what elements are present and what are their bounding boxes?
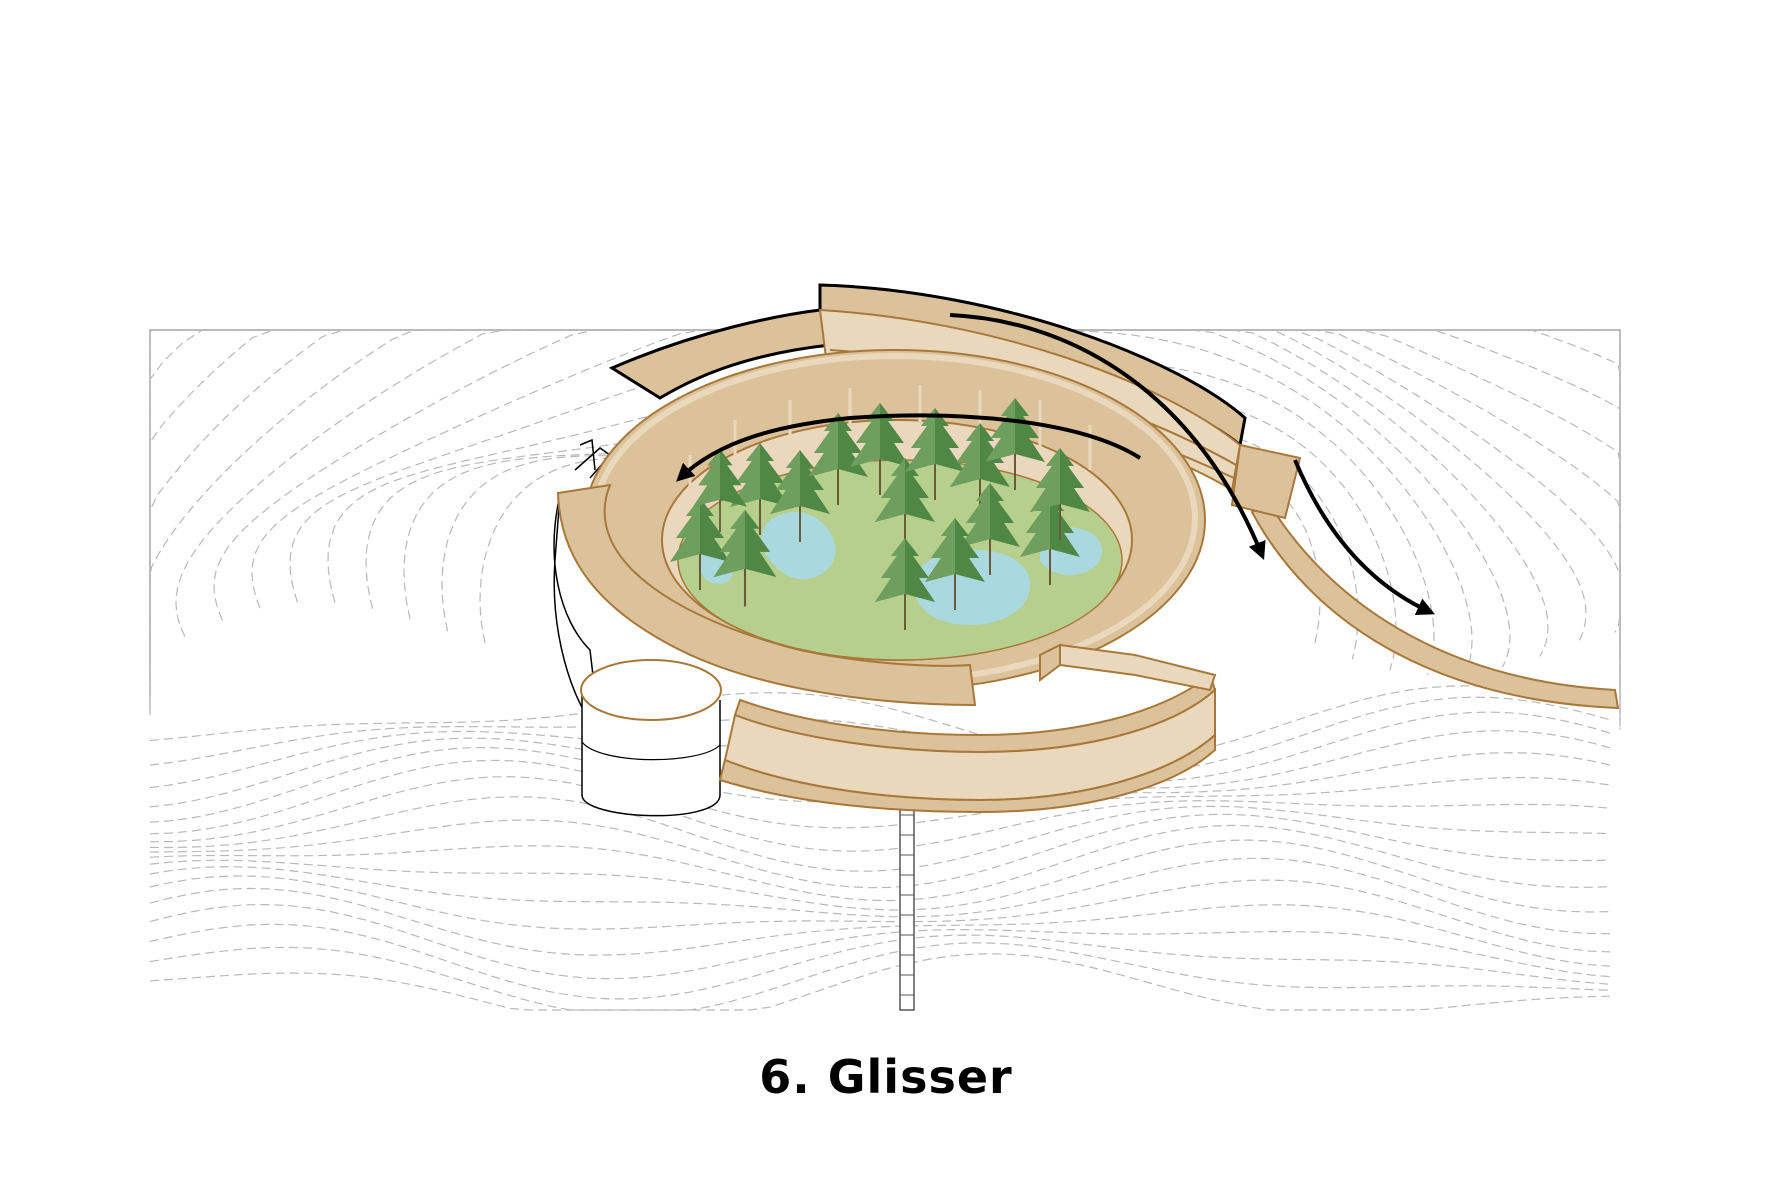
contour-line [149,875,1611,953]
contour-line [149,903,1611,980]
contour-line [149,696,1611,773]
front-deck [556,483,977,707]
ramp-path [1250,503,1620,710]
flow-arrow-icon [1293,459,1435,615]
contour-line [365,361,1435,676]
flow-arrow-icon [676,413,1142,482]
contour-line [149,685,1611,761]
contour-line [149,942,1611,1011]
contour-line [149,857,1611,935]
contour-line [149,923,1611,1000]
flow-arrow-icon [949,313,1266,560]
contour-line [149,776,1611,852]
contour-line [149,839,1611,913]
upper-deck [608,283,1247,448]
cylinder-tower [580,659,722,817]
support-column [899,794,915,1011]
contour-line [403,393,1397,671]
figure-caption: 6. Glisser [759,1050,1013,1104]
contour-line [149,953,1611,1011]
contour-line [149,796,1611,872]
contour-line [149,759,1611,835]
contour-line [149,824,1611,902]
front-terraces [718,643,1217,814]
contour-line [149,813,1611,889]
